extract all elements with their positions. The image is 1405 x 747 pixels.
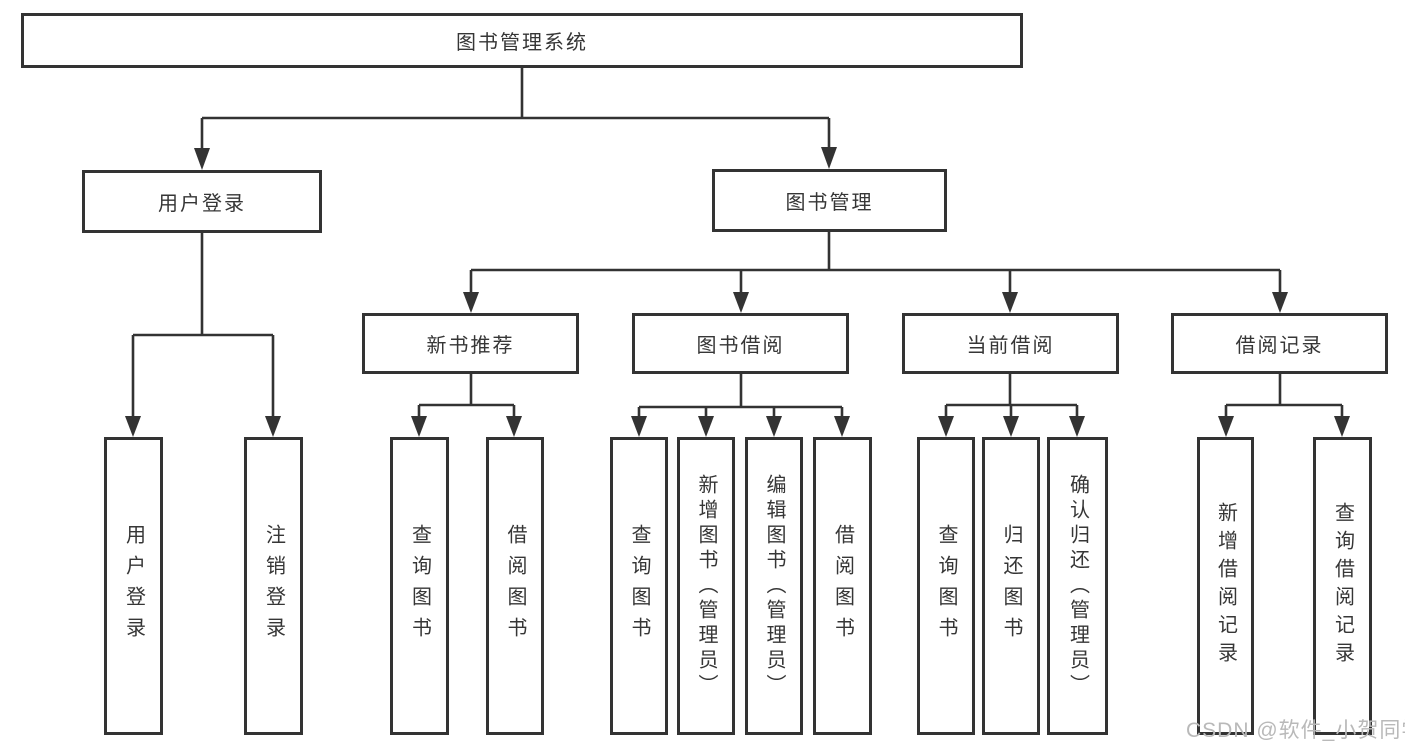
node-user-login: 用户登录 [82, 170, 322, 233]
arrow-down-icon [1069, 416, 1085, 437]
arrow-down-icon [1334, 416, 1350, 437]
connector-line [200, 68, 831, 150]
arrow-down-icon [821, 147, 837, 169]
connector-line [1224, 374, 1344, 418]
connector-root-to-level2 [194, 68, 837, 170]
connector-book-borrowing-to-leaves [631, 374, 850, 437]
arrow-down-icon [463, 292, 479, 313]
watermark: CSDN @软件_小贺同学 [1186, 719, 1405, 742]
arrow-down-icon [766, 416, 782, 437]
arrow-down-icon [938, 416, 954, 437]
leaf-query-books-borrowing: 查询图书 [610, 437, 668, 735]
arrow-down-icon [194, 148, 210, 170]
arrow-down-icon [1218, 416, 1234, 437]
arrow-down-icon [506, 416, 522, 437]
connector-line [417, 374, 516, 418]
leaf-add-books-admin: 新增图书（管理员） [677, 437, 735, 735]
arrow-down-icon [631, 416, 647, 437]
connector-current-borrowing-to-leaves [938, 374, 1085, 437]
arrow-down-icon [411, 416, 427, 437]
arrow-down-icon [698, 416, 714, 437]
leaf-logout: 注销登录 [244, 437, 303, 735]
arrow-down-icon [1272, 292, 1288, 313]
leaf-query-books-recommend: 查询图书 [390, 437, 449, 735]
connector-line [637, 374, 844, 418]
leaf-borrow-books-borrowing: 借阅图书 [813, 437, 872, 735]
node-book-borrowing: 图书借阅 [632, 313, 849, 374]
connector-line [131, 233, 275, 418]
node-new-book-recommend: 新书推荐 [362, 313, 579, 374]
leaf-edit-books-admin: 编辑图书（管理员） [745, 437, 803, 735]
connector-new-book-recommend-to-leaves [411, 374, 522, 437]
leaf-borrow-books-recommend: 借阅图书 [486, 437, 544, 735]
node-book-management: 图书管理 [712, 169, 947, 232]
node-current-borrowing: 当前借阅 [902, 313, 1119, 374]
arrow-down-icon [125, 416, 141, 437]
arrow-down-icon [834, 416, 850, 437]
arrow-down-icon [1003, 416, 1019, 437]
arrow-down-icon [1002, 292, 1018, 313]
leaf-query-books-current: 查询图书 [917, 437, 975, 735]
leaf-user-login: 用户登录 [104, 437, 163, 735]
node-library-management-system: 图书管理系统 [21, 13, 1023, 68]
connector-line [944, 374, 1079, 418]
leaf-return-books: 归还图书 [982, 437, 1040, 735]
connector-user-login-to-leaves [125, 233, 281, 437]
leaf-query-borrow-record: 查询借阅记录 [1313, 437, 1372, 735]
arrow-down-icon [733, 292, 749, 313]
connector-borrow-records-to-leaves [1218, 374, 1350, 437]
leaf-confirm-return-admin: 确认归还（管理员） [1047, 437, 1108, 735]
leaf-add-borrow-record: 新增借阅记录 [1197, 437, 1254, 735]
connector-line [469, 232, 1282, 294]
connector-book-management-to-level3 [463, 232, 1288, 313]
arrow-down-icon [265, 416, 281, 437]
node-borrow-records: 借阅记录 [1171, 313, 1388, 374]
